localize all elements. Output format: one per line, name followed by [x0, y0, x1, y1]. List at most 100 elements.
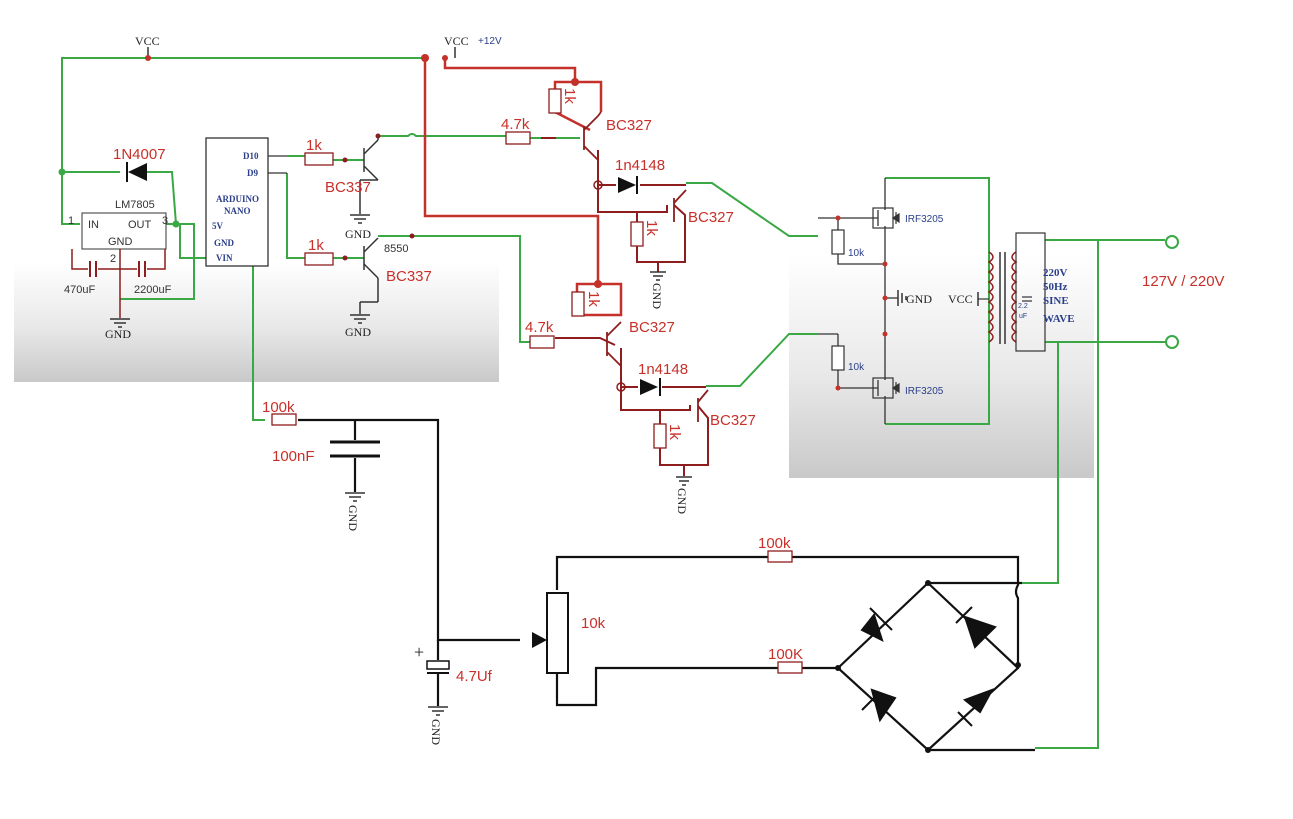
pin-vin: VIN: [216, 253, 233, 263]
gnd-label-mosfet: GND: [906, 292, 932, 306]
junction-dot: [882, 261, 888, 267]
output-terminal-bottom: [1165, 335, 1179, 349]
pin-gnd: GND: [214, 238, 235, 248]
cap-4u7-body: [426, 660, 450, 670]
potentiometer-10k-label: 10k: [581, 615, 606, 632]
gnd-label-q6: GND: [675, 488, 689, 514]
pin3-label: 3: [162, 215, 168, 227]
junction-dot: [421, 54, 429, 62]
resistor-100k-filter: [271, 413, 297, 426]
transformer-label-line4: WAVE: [1043, 313, 1075, 325]
pin1-label: 1: [68, 215, 74, 227]
pin2-label: 2: [110, 253, 116, 265]
resistor-1k-c-label: 1k: [585, 291, 602, 307]
transistor-bc327-c-icon: [606, 321, 622, 367]
junction-dot: [145, 55, 151, 61]
output-voltage-label: 127V / 220V: [1142, 273, 1225, 290]
resistor-1k-a-label: 1k: [561, 88, 578, 104]
vcc-label-transformer: VCC: [948, 292, 973, 306]
resistor-10k-top: [831, 229, 845, 255]
cap-100nf-label: 100nF: [272, 448, 315, 465]
resistor-4k7-top: [505, 131, 531, 145]
resistor-100k-top-label: 100k: [758, 535, 791, 552]
junction-dot: [925, 747, 931, 753]
cap-4u7-label: 4.7Uf: [456, 668, 493, 685]
junction-dot: [616, 382, 626, 392]
gnd-symbol-100nf: [345, 492, 365, 502]
junction-dot: [409, 233, 415, 239]
transistor-bc327-b-label: BC327: [688, 209, 734, 226]
background-panel-left: [14, 262, 499, 382]
junction-dot: [835, 385, 841, 391]
diode-1n4148-b-label: 1n4148: [638, 361, 688, 378]
arduino-nano: ARDUINO NANO D10 D9 5V GND VIN: [205, 137, 287, 267]
resistor-1k-d10: [304, 152, 334, 166]
gnd-symbol-q2: [350, 314, 370, 324]
resistor-1k-b-label: 1k: [643, 220, 660, 236]
gnd-symbol-q6: [676, 476, 692, 486]
transistor-bc337-top-label: BC337: [325, 179, 371, 196]
junction-dot: [835, 665, 841, 671]
transistor-bc337-bottom-icon: [359, 237, 379, 314]
resistor-100k-bottom: [777, 661, 803, 674]
junction-dot: [1015, 662, 1021, 668]
junction-dot: [835, 215, 841, 221]
gnd-label-q1: GND: [345, 227, 371, 241]
gnd-symbol-q4: [650, 271, 666, 281]
junction-dot: [594, 280, 602, 288]
arduino-body: [205, 137, 269, 267]
resistor-1k-d-label: 1k: [666, 424, 683, 440]
diode-1n4007-label: 1N4007: [113, 146, 166, 163]
transformer-cap-value: 2.2: [1018, 303, 1028, 310]
transformer-output-box: [1015, 232, 1046, 352]
lm7805-body: [81, 212, 167, 250]
gnd-label-regulator: GND: [105, 327, 131, 341]
junction-dot: [172, 220, 180, 228]
gnd-symbol-4u7: [428, 706, 448, 716]
resistor-1k-d10-label: 1k: [306, 137, 322, 154]
resistor-100k-bottom-label: 100K: [768, 646, 803, 663]
resistor-4k7-top-label: 4.7k: [501, 116, 530, 133]
transistor-bc327-a-label: BC327: [606, 117, 652, 134]
junction-dot: [593, 180, 603, 190]
lm7805-label: LM7805: [115, 199, 155, 211]
junction-dot: [342, 157, 348, 163]
resistor-10k-top-label: 10k: [848, 248, 865, 259]
resistor-1k-b: [630, 221, 644, 247]
bridge-rectifier-icon: [860, 606, 997, 727]
cap-2200-label: 2200uF: [134, 284, 172, 296]
potentiometer-wiper-icon: [532, 632, 547, 648]
resistor-1k-a: [548, 88, 562, 114]
transistor-bc327-b-icon: [673, 189, 687, 222]
transistor-bc337-bottom-label: BC337: [386, 268, 432, 285]
gnd-symbol-q1: [350, 214, 370, 224]
pin-d10: D10: [243, 151, 259, 161]
gnd-label-4u7: GND: [429, 719, 443, 745]
diode-1n4148-a-icon: [618, 177, 636, 193]
pin-d9: D9: [247, 168, 258, 178]
transformer-icon: [987, 251, 1018, 344]
mosfet-top-icon: [872, 207, 900, 229]
lm7805-gnd: GND: [108, 236, 133, 248]
junction-dot: [925, 580, 931, 586]
output-terminal-top: [1165, 235, 1179, 249]
resistor-1k-d9: [304, 252, 334, 266]
vcc-label-12v: VCC: [444, 34, 469, 48]
resistor-1k-d9-label: 1k: [308, 237, 324, 254]
transformer-label-line1: 220V: [1043, 267, 1068, 279]
junction-dot: [342, 255, 348, 261]
green-wiring: [61, 57, 1165, 749]
diode-1n4148-b-icon: [640, 379, 658, 395]
regulator: LM7805 IN OUT GND 1 3 2 470uF 2200uF GND…: [58, 146, 180, 341]
gnd-label-q2: GND: [345, 325, 371, 339]
resistor-4k7-bottom: [529, 335, 555, 349]
resistor-100k-filter-label: 100k: [262, 399, 295, 416]
transistor-bc327-d-label: BC327: [710, 412, 756, 429]
transistor-bc327-a-icon: [583, 111, 602, 161]
junction-dot: [882, 331, 888, 337]
plus-12v-label: +12V: [478, 36, 502, 47]
transistor-bc327-d-icon: [697, 389, 709, 422]
junction-dot: [58, 168, 66, 176]
transformer-label-line3: SINE: [1043, 295, 1069, 307]
